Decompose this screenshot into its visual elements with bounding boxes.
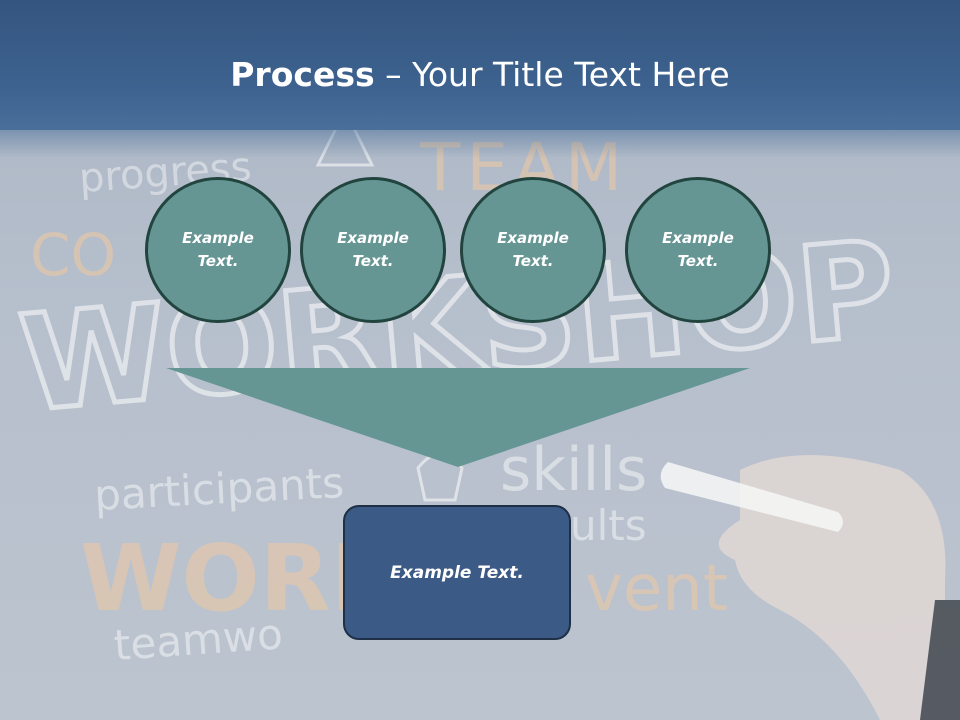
title-bar-fade xyxy=(0,128,960,158)
page-title: Process – Your Title Text Here xyxy=(0,52,960,98)
process-step-1: Example Text. xyxy=(145,177,291,323)
process-step-4: Example Text. xyxy=(625,177,771,323)
hand-illustration xyxy=(718,455,960,720)
process-step-4-label: Example Text. xyxy=(662,229,734,270)
chalk-stick xyxy=(660,462,843,532)
title-rest: – Your Title Text Here xyxy=(374,55,730,94)
title-bar xyxy=(0,0,960,130)
process-step-3-label: Example Text. xyxy=(497,229,569,270)
bg-word-skills: skills xyxy=(500,435,647,505)
process-step-2: Example Text. xyxy=(300,177,446,323)
process-step-1-label: Example Text. xyxy=(182,229,254,270)
result-box-label: Example Text. xyxy=(390,562,524,583)
bg-word-event: vent xyxy=(585,552,728,626)
bg-word-results: ults xyxy=(570,501,647,550)
title-bold: Process xyxy=(230,55,375,94)
bg-word-teamwork: teamwo xyxy=(112,609,284,670)
bg-word-co: CO xyxy=(30,221,116,289)
funnel-shape xyxy=(166,368,750,467)
process-step-3: Example Text. xyxy=(460,177,606,323)
result-box: Example Text. xyxy=(343,505,571,640)
process-step-2-label: Example Text. xyxy=(337,229,409,270)
